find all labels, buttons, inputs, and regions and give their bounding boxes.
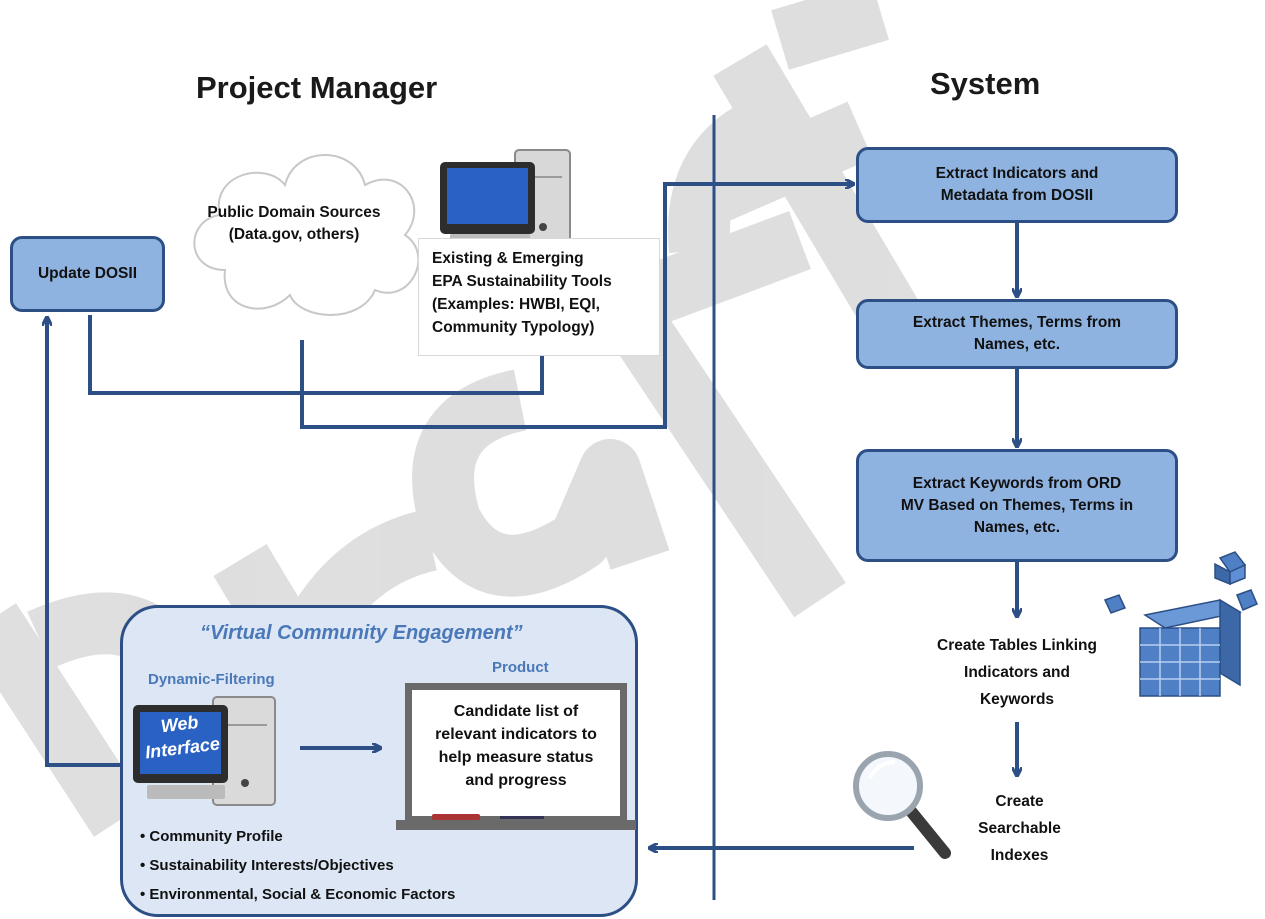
board-text: Candidate list of relevant indicators to… (435, 703, 597, 789)
step-create-tables: Create Tables Linking Indicators and Key… (937, 637, 1097, 708)
board-marker (500, 816, 544, 819)
product-label: Product (492, 659, 549, 676)
arrow-to-update (47, 318, 120, 767)
epa-tools-card (418, 238, 660, 356)
cloud-icon (193, 154, 420, 316)
data-cube-icon (1103, 551, 1258, 697)
update-dosii-box: Update DOSII (10, 236, 165, 312)
step-extract-themes: Extract Themes, Terms from Names, etc. (856, 299, 1178, 369)
magnifier-icon (853, 751, 951, 859)
update-dosii-label: Update DOSII (37, 265, 138, 282)
dynamic-filtering-label: Dynamic-Filtering (148, 671, 275, 688)
computer-icon (440, 149, 571, 246)
board-eraser (432, 814, 480, 820)
system-heading: System (930, 66, 1041, 101)
loop-line (88, 315, 544, 395)
step-create-indexes: Create Searchable Indexes (978, 793, 1061, 864)
engagement-title: “Virtual Community Engagement” (200, 622, 523, 644)
project-manager-heading: Project Manager (196, 70, 438, 105)
bullet-item: Environmental, Social & Economic Factors (140, 880, 455, 909)
product-board (405, 683, 627, 823)
step-extract-indicators: Extract Indicators and Metadata from DOS… (856, 147, 1178, 223)
web-interface-computer-icon (133, 696, 276, 806)
bullet-item: Community Profile (140, 822, 455, 851)
arrow-to-step1 (300, 184, 853, 429)
bullet-item: Sustainability Interests/Objectives (140, 851, 455, 880)
step-extract-keywords: Extract Keywords from ORD MV Based on Th… (856, 449, 1178, 562)
engagement-bullets: Community Profile Sustainability Interes… (140, 822, 455, 909)
public-sources-label: Public Domain Sources (Data.gov, others) (207, 204, 381, 243)
epa-tools-label: Existing & Emerging EPA Sustainability T… (432, 250, 612, 336)
board-ledge (396, 820, 636, 830)
